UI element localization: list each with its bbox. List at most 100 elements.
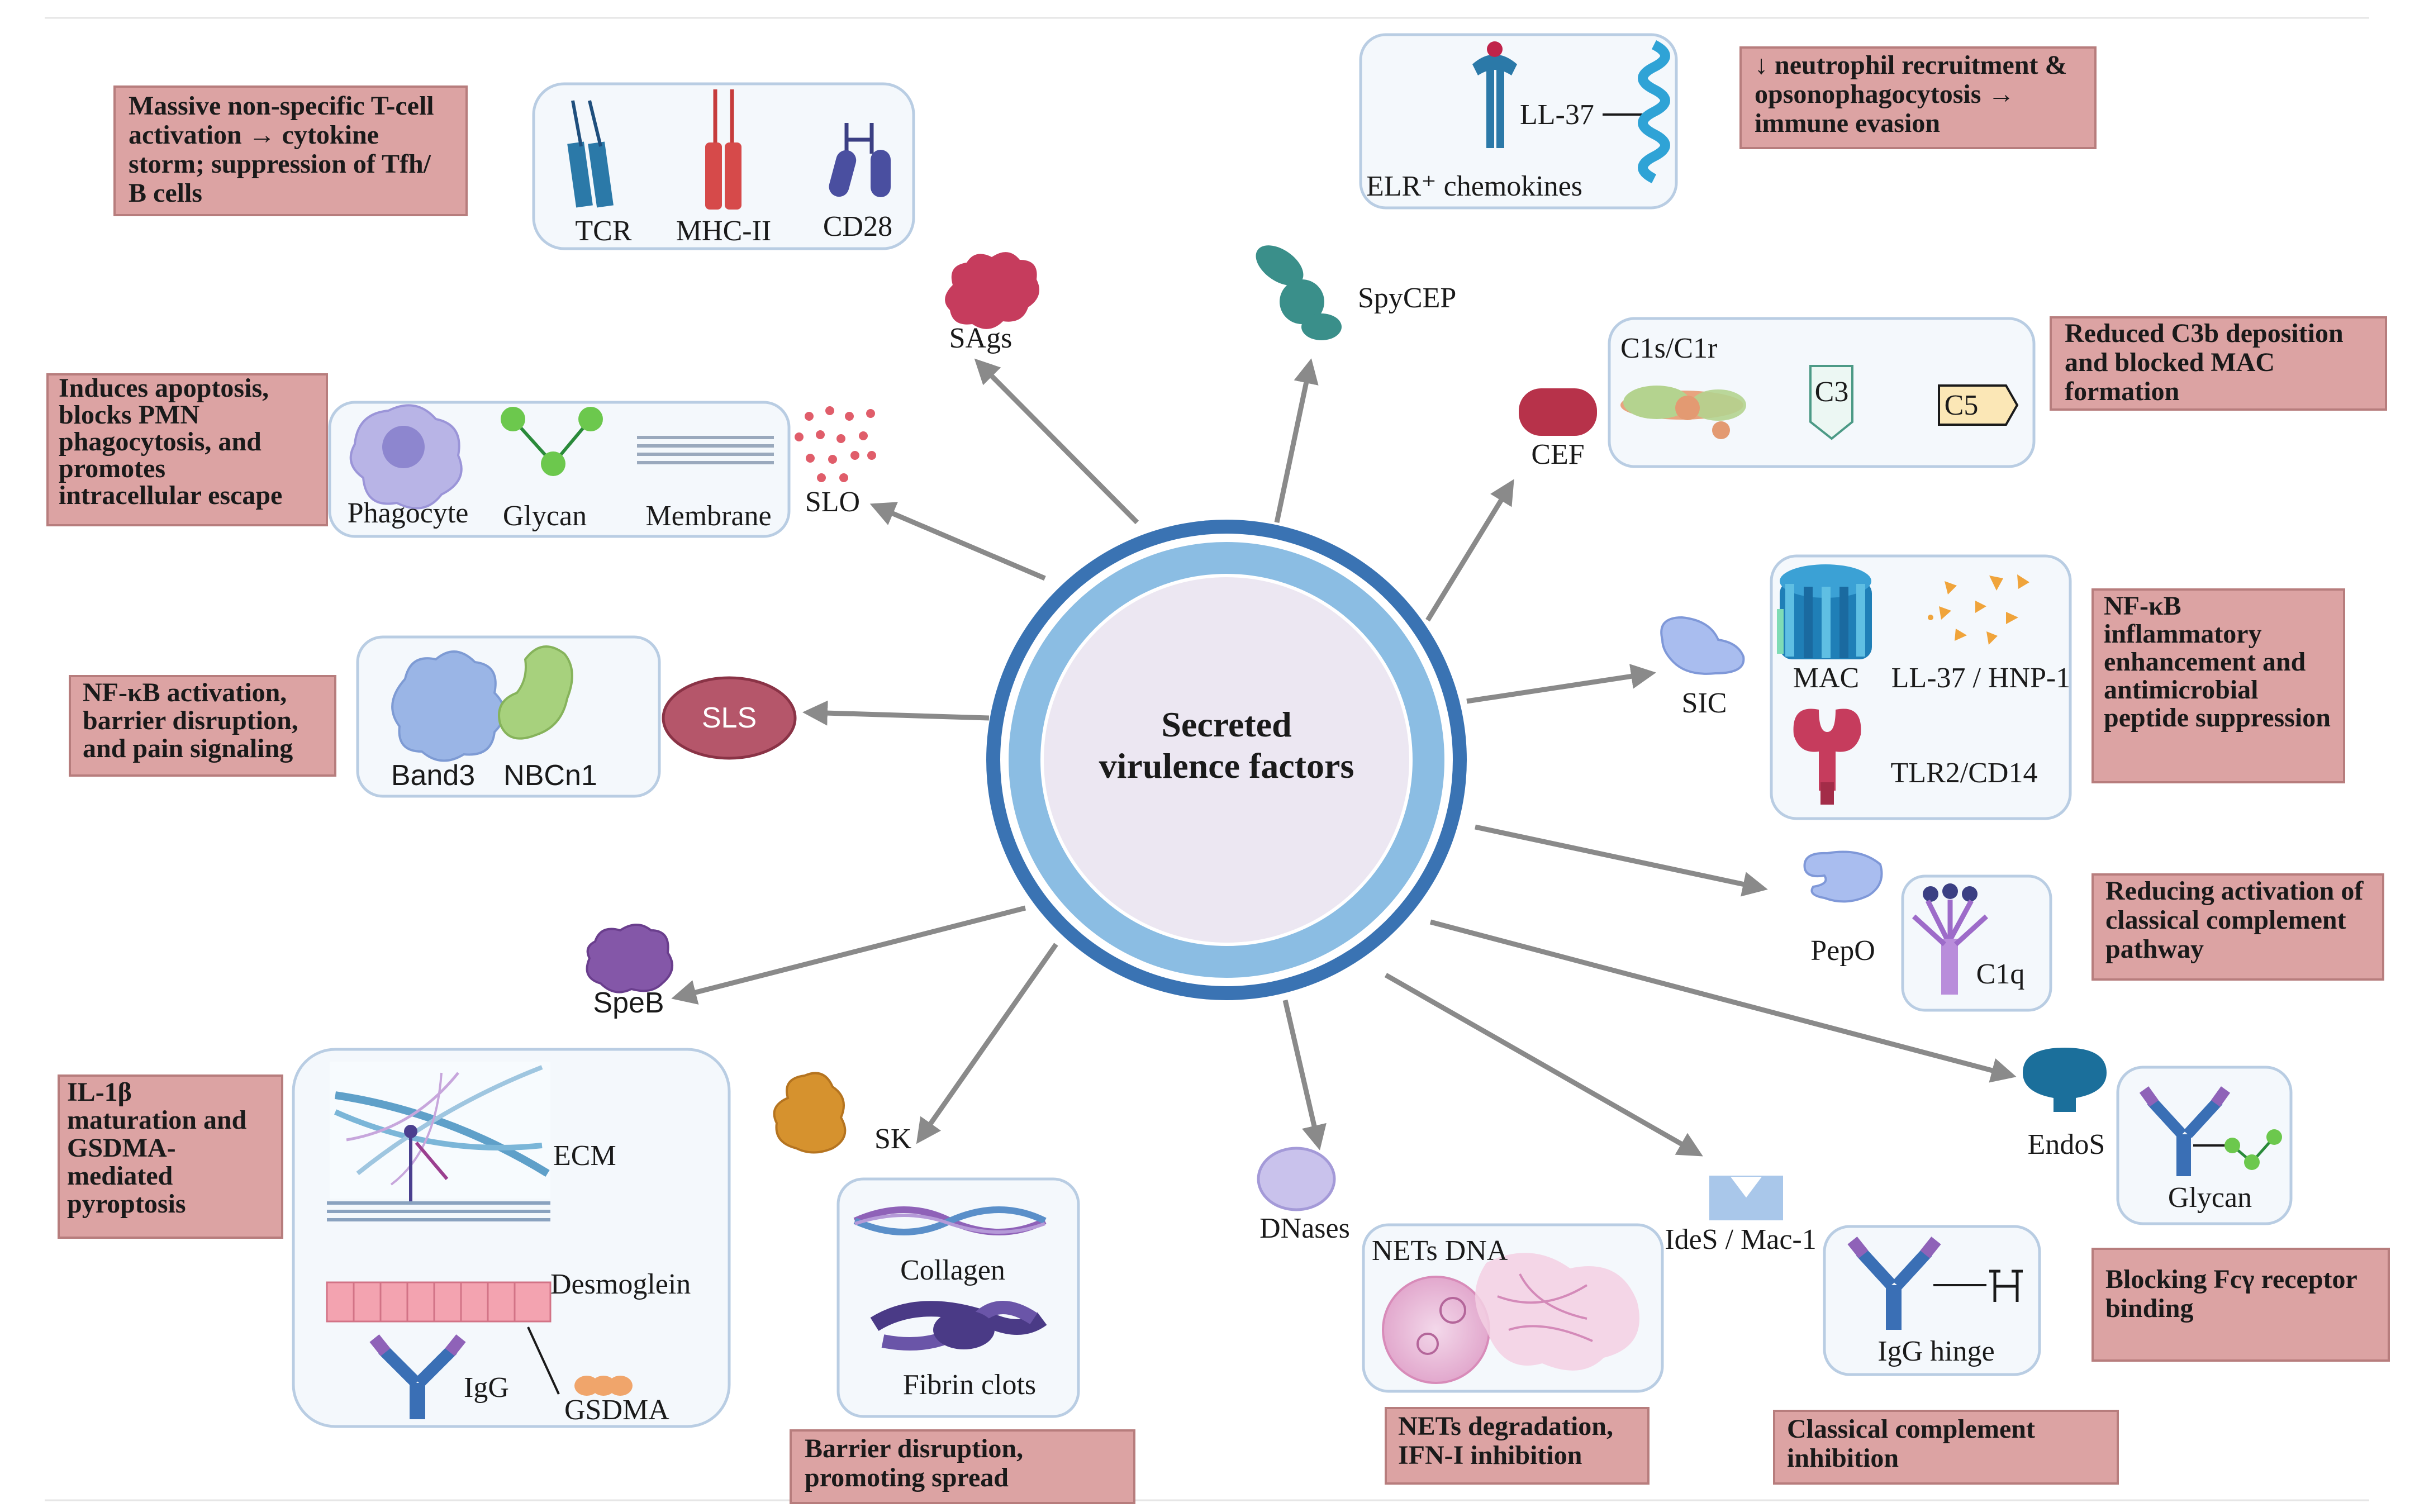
effect-il1b-box: [58, 1074, 283, 1239]
slo-icon: [795, 406, 876, 482]
cd28-label: CD28: [823, 211, 892, 243]
arrow-sk: [916, 943, 1058, 1144]
tcr-icon: [567, 100, 614, 208]
effect-neutrophil-line1: ↓ neutrophil recruitment &: [1755, 50, 2067, 80]
ll37-helix-icon: [1638, 40, 1670, 184]
arrows: [671, 358, 2017, 1157]
effect-classical-pepo-line3: pathway: [2105, 934, 2204, 964]
effect-c3b-line1: Reduced C3b deposition: [2065, 318, 2344, 348]
nbcn1-icon: [498, 645, 573, 740]
igg-hinge-label: IgG hinge: [1877, 1335, 1994, 1367]
arrow-endos: [1429, 919, 2017, 1083]
arrow-pepo: [1475, 824, 1768, 897]
ll37-label: LL-37: [1520, 99, 1594, 131]
effect-tcell: Massive non-specific T-cell activation →…: [113, 85, 468, 216]
effect-nets-line2: IFN-I inhibition: [1398, 1440, 1582, 1470]
tlr2-label: TLR2/CD14: [1891, 757, 2038, 789]
effect-apoptosis-line4: promotes: [59, 454, 165, 483]
effect-tcell-box: [113, 85, 468, 216]
receptor-icon: [1472, 41, 1517, 148]
phagocyte-label: Phagocyte: [348, 497, 469, 529]
cef-icon: [1519, 388, 1597, 436]
igg-hinge-icon: [1847, 1237, 2023, 1330]
sls-icon: [662, 676, 797, 760]
arrow-ides: [1384, 973, 1703, 1157]
effect-c3b-line3: formation: [2065, 377, 2179, 406]
effect-nfkb-sls: NF-κB activation, barrier disruption, an…: [69, 675, 336, 777]
effect-classical-ides-line2: inhibition: [1787, 1443, 1899, 1473]
effect-barrier-line1: Barrier disruption,: [805, 1434, 1023, 1463]
arrow-sags: [974, 358, 1139, 525]
effect-nets: NETs degradation, IFN-I inhibition: [1385, 1407, 1650, 1485]
effect-fcg-line2: binding: [2105, 1294, 2193, 1323]
elr-label: ELR⁺ chemokines: [1366, 170, 1582, 202]
effect-nfkb-sls-line3: and pain signaling: [83, 734, 293, 763]
arrow-cef: [1425, 479, 1514, 622]
effect-il1b-line1: IL-1β: [67, 1077, 132, 1107]
effect-classical-ides-box: [1773, 1410, 2119, 1485]
ll37-hnp1-icon: [1928, 574, 2029, 645]
sk-label: SK: [874, 1123, 912, 1155]
factor-sags: SAgs: [945, 252, 1039, 354]
effect-il1b-line2: maturation and: [67, 1105, 247, 1135]
pepo-icon: [1803, 850, 1883, 903]
dnases-icon: [1257, 1147, 1336, 1211]
effect-tcell-line4: B cells: [129, 178, 202, 208]
panel-band3: Band3 NBCn1: [356, 635, 661, 798]
spycep-label: SpyCEP: [1358, 282, 1456, 314]
phagocyte-icon: [349, 404, 463, 510]
c1q-label: C1q: [1976, 958, 2025, 990]
nets-dna-label: NETs DNA: [1372, 1235, 1508, 1267]
effect-neutrophil-box: [1739, 46, 2097, 149]
effect-il1b: IL-1β maturation and GSDMA- mediated pyr…: [58, 1074, 283, 1239]
c1s-icon: [1620, 386, 1746, 439]
ll37-hnp1-label: LL-37 / HNP-1: [1891, 662, 2071, 694]
effect-c3b-box: [2050, 316, 2387, 411]
panel-igg-hinge: IgG hinge: [1823, 1225, 2041, 1376]
sags-label: SAgs: [949, 322, 1013, 354]
effect-nfkb-sic: NF-κB inflammatory enhancement and antim…: [2091, 588, 2345, 783]
effect-nets-box: [1385, 1407, 1650, 1485]
effect-barrier-line2: promoting spread: [805, 1463, 1009, 1492]
sic-label: SIC: [1682, 687, 1727, 719]
c1q-panel: [1901, 874, 2052, 1012]
sic-icon: [1660, 616, 1745, 675]
effect-nfkb-sic-line5: peptide suppression: [2104, 703, 2331, 733]
effect-classical-pepo-line2: classical complement: [2105, 905, 2346, 935]
collagen-panel: [836, 1177, 1080, 1418]
panel-ecm: ECM Desmoglein IgG GSDMA: [292, 1048, 731, 1428]
center-title-line2: virulence factors: [1099, 746, 1354, 786]
effect-fcg-line1: Blocking Fcγ receptor: [2105, 1264, 2357, 1294]
ides-label: IdeS / Mac-1: [1665, 1224, 1816, 1256]
effect-classical-pepo-line1: Reducing activation of: [2105, 876, 2364, 906]
c5-icon: C5: [1938, 384, 2019, 426]
effect-apoptosis-line1: Induces apoptosis,: [59, 373, 269, 403]
factor-spycep: SpyCEP: [1256, 245, 1456, 340]
effect-nets-line1: NETs degradation,: [1398, 1411, 1613, 1441]
sags-icon: [945, 252, 1039, 329]
endos-label: EndoS: [2028, 1129, 2105, 1161]
pepo-label: PepO: [1810, 935, 1875, 967]
endos-icon: [2023, 1048, 2107, 1112]
center-hub: Secreted virulence factors: [986, 520, 1467, 1000]
fibrin-icon: [870, 1301, 1047, 1351]
ecm-label: ECM: [553, 1140, 616, 1172]
factor-endos: EndoS: [2023, 1048, 2107, 1161]
glycan-endos-icon: [2193, 1129, 2282, 1170]
slo-label: SLO: [805, 486, 860, 518]
panel-collagen: Collagen Fibrin clots: [836, 1177, 1080, 1418]
ecm-fibers-icon: [330, 1062, 550, 1201]
band3-label: Band3: [391, 759, 475, 792]
factor-dnases: DNases: [1257, 1147, 1350, 1244]
effect-nfkb-sic-line1: NF-κB: [2104, 591, 2181, 621]
arrow-spycep: [1274, 358, 1319, 523]
factor-sic: SIC: [1660, 616, 1745, 719]
effect-apoptosis-line3: phagocytosis, and: [59, 427, 262, 457]
effect-classical-pepo-box: [2091, 873, 2384, 981]
panel-phagocyte: Phagocyte Glycan Membrane: [328, 401, 791, 538]
effect-neutrophil: ↓ neutrophil recruitment & opsonophagocy…: [1739, 46, 2097, 149]
effect-fcg: Blocking Fcγ receptor binding: [2091, 1248, 2390, 1362]
mac-icon: [1777, 564, 1872, 659]
effect-classical-ides: Classical complement inhibition: [1773, 1410, 2119, 1485]
